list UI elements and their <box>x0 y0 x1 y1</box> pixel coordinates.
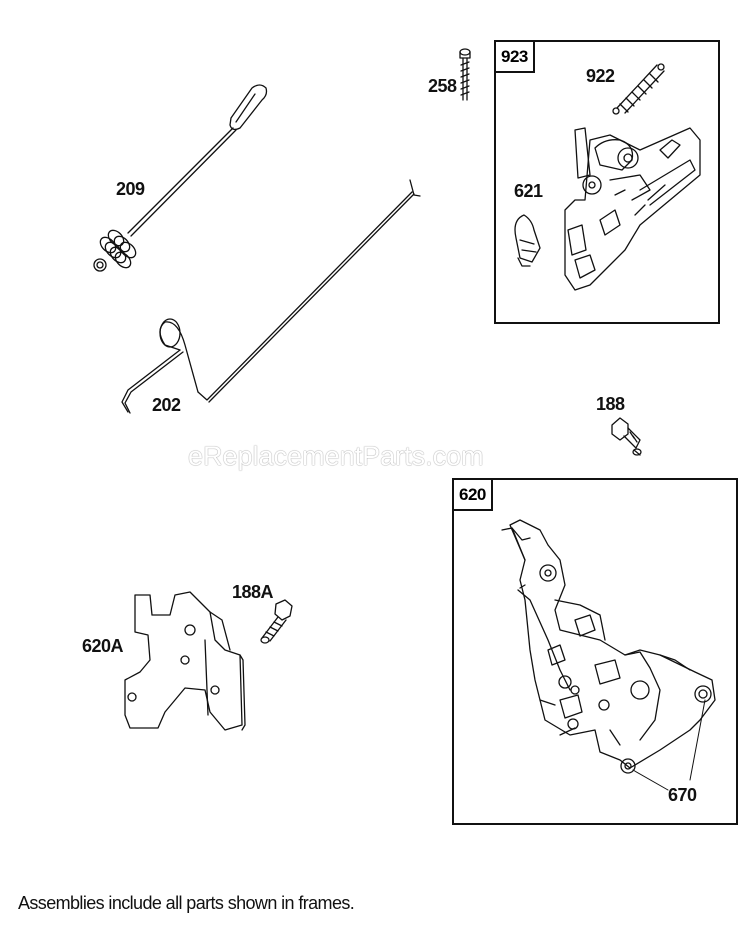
assembly-frame-923: 923 <box>494 40 720 324</box>
part-258-screw <box>459 48 471 101</box>
part-209-spring-link <box>93 84 268 272</box>
assembly-frame-620: 620 <box>452 478 738 825</box>
part-620A-bracket <box>124 591 246 731</box>
part-923-control-bracket <box>564 127 701 291</box>
label-part-188A: 188A <box>232 582 274 602</box>
part-188A-screw <box>260 599 293 644</box>
part-620-control-assembly <box>501 519 716 791</box>
frame-tag-923: 923 <box>494 40 535 73</box>
part-188-screw <box>611 417 642 456</box>
part-922-spring <box>612 63 665 115</box>
label-part-621: 621 <box>514 181 543 201</box>
label-part-670: 670 <box>668 785 697 805</box>
label-part-620A: 620A <box>82 636 124 656</box>
label-part-209: 209 <box>116 179 145 199</box>
label-part-202: 202 <box>152 395 181 415</box>
label-part-922: 922 <box>586 66 615 86</box>
label-part-258: 258 <box>428 76 457 96</box>
frame-tag-620: 620 <box>452 478 493 511</box>
part-202-link-rod <box>121 179 421 414</box>
label-part-188: 188 <box>596 394 625 414</box>
footnote-text: Assemblies include all parts shown in fr… <box>18 893 355 913</box>
part-621-clip <box>514 214 541 267</box>
watermark-text: eReplacementParts.com <box>188 441 484 471</box>
